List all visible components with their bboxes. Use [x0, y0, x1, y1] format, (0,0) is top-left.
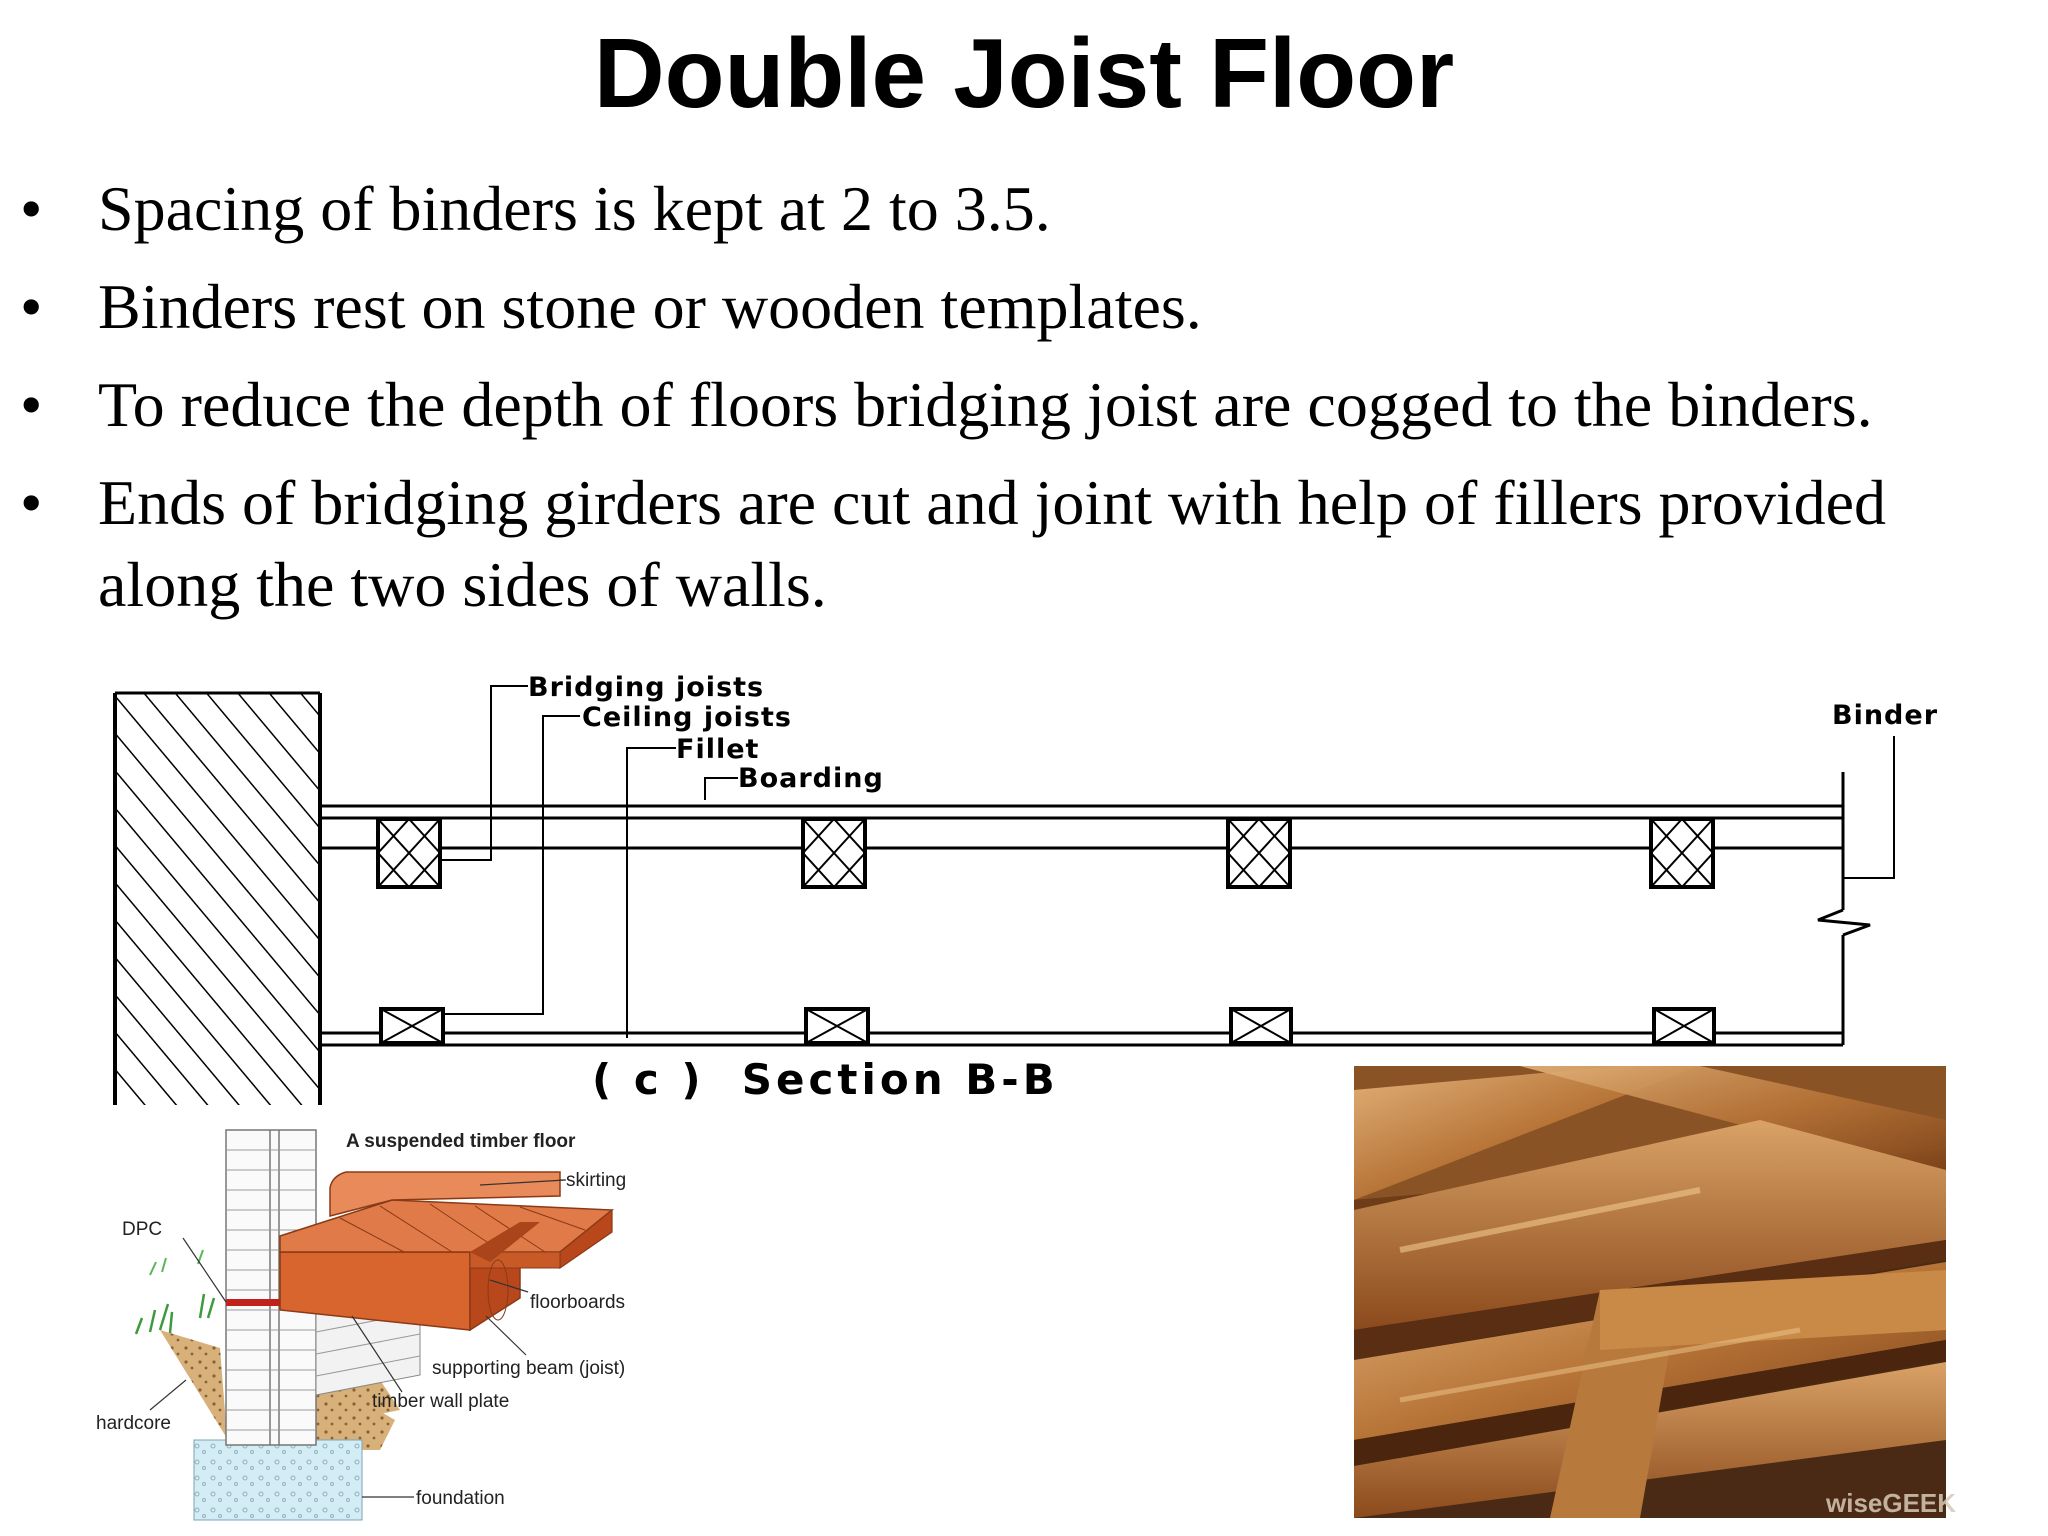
- leader-boarding: [704, 777, 738, 800]
- bullet-text: Ends of bridging girders are cut and joi…: [98, 467, 1887, 620]
- bullet-item: • To reduce the depth of floors bridging …: [20, 364, 2040, 446]
- bullet-glyph: •: [20, 173, 43, 244]
- leader-bridging-joists: [440, 685, 528, 861]
- label-dpc: DPC: [122, 1219, 162, 1240]
- label-binder: Binder: [1832, 700, 1938, 731]
- ceiling-joist: [379, 1007, 445, 1045]
- label-skirting: skirting: [566, 1170, 626, 1191]
- binder-break: [1817, 772, 1871, 1045]
- bullet-item: • Ends of bridging girders are cut and jo…: [20, 462, 2040, 626]
- section-bb-drawing: Bridging joists Ceiling joists Fillet Bo…: [113, 672, 1938, 1105]
- dpc-strip: [226, 1299, 316, 1306]
- section-caption: ( c ) Section B-B: [592, 1055, 1059, 1104]
- bullet-item: • Spacing of binders is kept at 2 to 3.5.: [20, 168, 2040, 250]
- bullet-text: Spacing of binders is kept at 2 to 3.5.: [98, 173, 1051, 244]
- label-supporting-beam: supporting beam (joist): [432, 1358, 625, 1379]
- bridging-joist: [801, 817, 867, 889]
- ceiling-joist: [1229, 1007, 1293, 1045]
- hatched-wall: [115, 693, 320, 1105]
- ceiling-joist: [804, 1007, 870, 1045]
- label-foundation: foundation: [416, 1488, 505, 1509]
- bullet-glyph: •: [20, 271, 43, 342]
- label-timber-wall-plate: timber wall plate: [372, 1391, 509, 1412]
- grass: [134, 1293, 216, 1335]
- ceiling-joist: [1652, 1007, 1716, 1045]
- leader-binder: [1843, 736, 1895, 879]
- bridging-joist: [1226, 817, 1292, 889]
- timber-joists-photo: wiseGEEK: [1354, 1066, 1956, 1518]
- label-fillet: Fillet: [676, 734, 759, 765]
- photo-watermark: wiseGEEK: [1825, 1488, 1956, 1518]
- skirting-board: [329, 1171, 561, 1217]
- leader-ceiling-joists: [443, 715, 580, 1015]
- bullet-text: To reduce the depth of floors bridging j…: [98, 369, 1873, 440]
- label-floorboards: floorboards: [530, 1292, 625, 1313]
- bridging-joist: [376, 817, 442, 889]
- timber-floor-diagram: A suspended timber floor: [96, 1129, 626, 1521]
- bullet-list: • Spacing of binders is kept at 2 to 3.5.…: [20, 168, 2040, 642]
- foundation-block: [193, 1439, 363, 1521]
- slide-title: Double Joist Floor: [593, 18, 1455, 128]
- bullet-glyph: •: [20, 467, 43, 538]
- bullet-text: Binders rest on stone or wooden template…: [98, 271, 1202, 342]
- bullet-item: • Binders rest on stone or wooden templat…: [20, 266, 2040, 348]
- bullet-glyph: •: [20, 369, 43, 440]
- bridging-joist: [1649, 817, 1715, 889]
- label-boarding: Boarding: [738, 763, 884, 794]
- label-hardcore: hardcore: [96, 1413, 171, 1434]
- timber-diagram-title: A suspended timber floor: [346, 1131, 576, 1152]
- leader-fillet: [626, 747, 676, 1038]
- label-bridging-joists: Bridging joists: [528, 672, 764, 703]
- label-ceiling-joists: Ceiling joists: [582, 702, 792, 733]
